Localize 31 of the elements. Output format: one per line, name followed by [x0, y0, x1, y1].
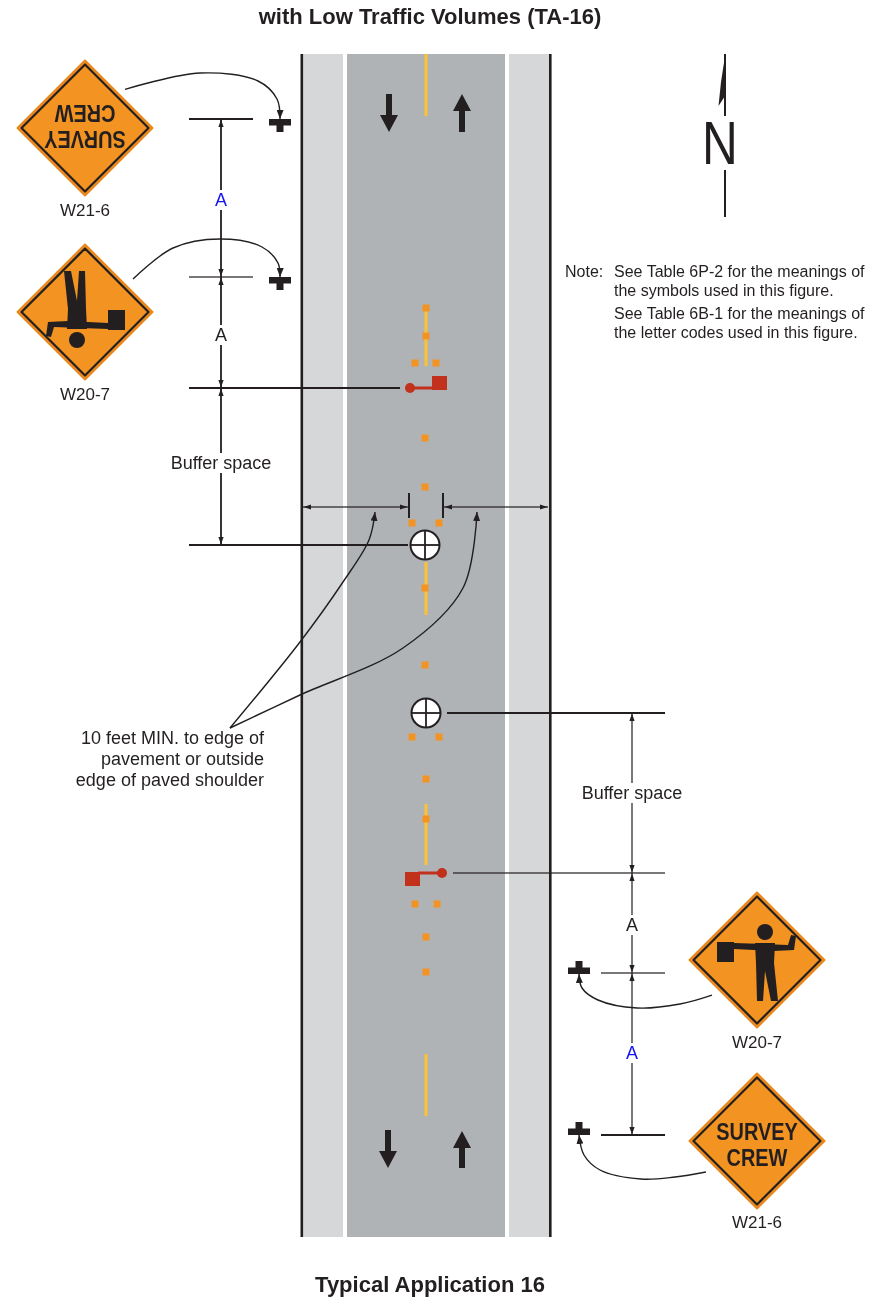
sign-code-label: W20-7: [731, 1033, 783, 1053]
note-text: See Table 6B-1 for the meanings of the letter codes used in this figure.: [614, 304, 866, 342]
note-label: Note:: [565, 262, 604, 281]
note-text: See Table 6P-2 for the meanings of the symbols used in this figure.: [614, 262, 866, 300]
curved-arrow: [132, 238, 284, 280]
dimension-label: A: [213, 190, 229, 210]
dimension-label: A: [213, 325, 229, 345]
sign-text: SURVEY CREW: [715, 1119, 799, 1171]
sign-post-icon: [269, 119, 291, 132]
north-label: N: [702, 116, 738, 170]
warning-sign: [16, 243, 154, 381]
sign-post-icon: [568, 961, 590, 974]
callout-text: 10 feet MIN. to edge of pavement or outside edge of paved shoulder: [74, 728, 264, 791]
sign-post-icon: [568, 1122, 590, 1135]
dimension-label: A: [624, 1043, 640, 1063]
leader-line: [229, 511, 378, 729]
caption: Typical Application 16: [315, 1272, 545, 1298]
sign-code-label: W21-6: [731, 1213, 783, 1233]
curved-arrow: [576, 1134, 707, 1180]
dimension-label: A: [624, 915, 640, 935]
title: with Low Traffic Volumes (TA-16): [258, 4, 602, 30]
leader-line: [229, 511, 481, 729]
sign-code-label: W21-6: [59, 201, 111, 221]
curved-arrow: [124, 72, 284, 120]
sign-code-label: W20-7: [59, 385, 111, 405]
warning-sign: [16, 59, 154, 197]
warning-sign: [688, 1072, 826, 1210]
curved-arrow: [575, 973, 713, 1009]
sign-text: SURVEY CREW: [43, 100, 127, 152]
warning-sign: [688, 891, 826, 1029]
sign-post-icon: [269, 277, 291, 290]
